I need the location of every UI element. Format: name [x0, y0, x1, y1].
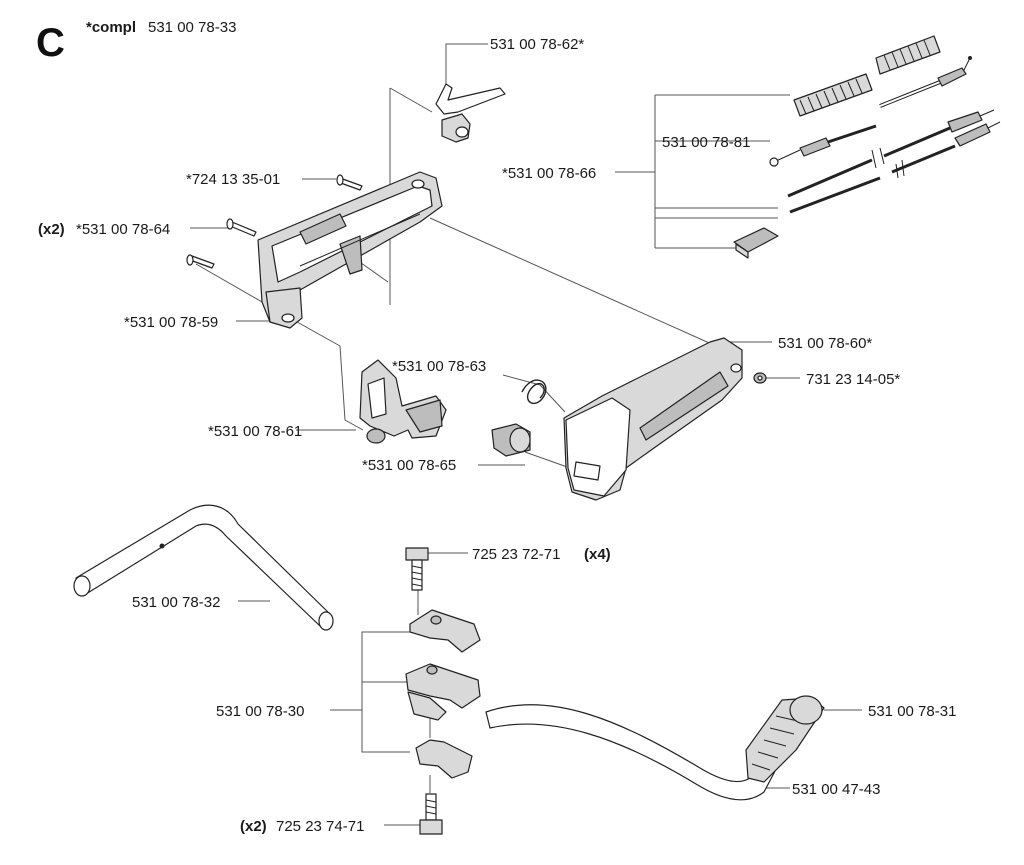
cable-spring-part	[793, 35, 941, 117]
label-725-23-74-71: 725 23 74-71	[276, 818, 364, 835]
label-qty-x2-64: (x2)	[38, 221, 65, 238]
clamp-upper-part	[409, 609, 481, 653]
label-531-00-78-63: *531 00 78-63	[392, 358, 486, 375]
stop-switch-part	[491, 423, 531, 457]
label-731-23-14-05: 731 23 14-05*	[806, 371, 900, 388]
assembly-number: 531 00 78-33	[148, 19, 236, 36]
section-letter: C	[36, 21, 65, 65]
label-531-00-78-30: 531 00 78-30	[216, 703, 304, 720]
label-531-00-78-62: 531 00 78-62*	[490, 36, 584, 53]
label-531-00-78-81: 531 00 78-81	[662, 134, 750, 151]
handle-housing-part	[257, 171, 443, 329]
handlebar-part	[485, 695, 825, 801]
label-531-00-78-65: *531 00 78-65	[362, 457, 456, 474]
throttle-trigger-part	[435, 83, 506, 143]
label-724-13-35-01: *724 13 35-01	[186, 171, 280, 188]
rear-handle-body-part	[563, 337, 743, 501]
label-531-00-47-43: 531 00 47-43	[792, 781, 880, 798]
handle-tube-part	[73, 504, 334, 631]
screw-part	[186, 174, 363, 269]
lockout-lever-part	[359, 359, 447, 444]
clamp-middle-part	[405, 663, 481, 721]
label-qty-x2-74: (x2)	[240, 818, 267, 835]
label-531-00-78-66: *531 00 78-66	[502, 165, 596, 182]
throttle-cable-part	[769, 56, 1001, 214]
cable-clip-part	[733, 227, 779, 259]
part-labels: 531 00 78-62* 531 00 78-81 *531 00 78-66…	[38, 36, 956, 835]
label-qty-x4: (x4)	[584, 546, 611, 563]
label-531-00-78-60: 531 00 78-60*	[778, 335, 872, 352]
label-725-23-72-71: 725 23 72-71	[472, 546, 560, 563]
label-531-00-78-32: 531 00 78-32	[132, 594, 220, 611]
assembly-prefix: *compl	[86, 19, 136, 36]
label-531-00-78-31: 531 00 78-31	[868, 703, 956, 720]
label-531-00-78-64: *531 00 78-64	[76, 221, 170, 238]
torsion-spring-part	[521, 379, 547, 405]
clamp-lower-part	[415, 739, 473, 779]
nut-part	[753, 372, 767, 384]
label-531-00-78-61: *531 00 78-61	[208, 423, 302, 440]
bolt-part	[405, 547, 429, 591]
label-531-00-78-59: *531 00 78-59	[124, 314, 218, 331]
bolt-long-part	[419, 793, 443, 835]
